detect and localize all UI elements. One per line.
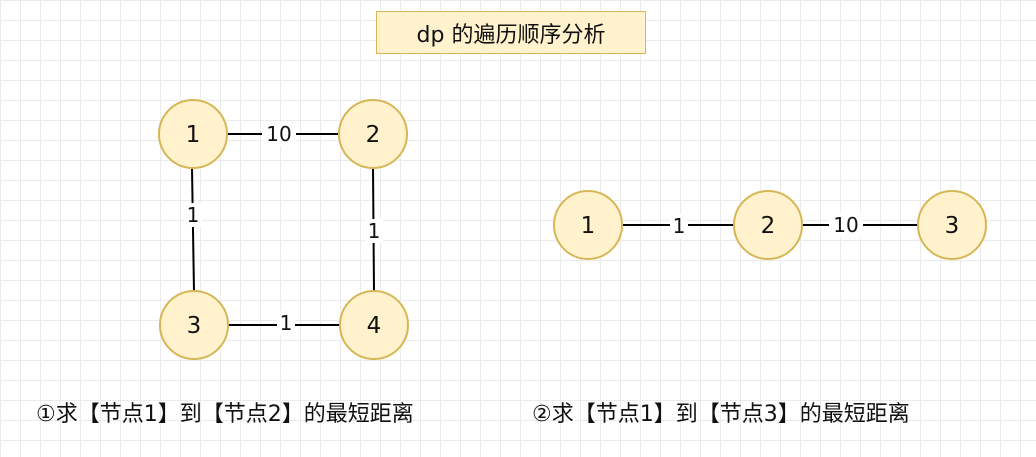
edge-weight-2-4: 1: [368, 219, 381, 243]
edge-weight-2-3: 10: [833, 213, 858, 237]
edge-1-3: [191, 167, 195, 293]
node-label: 4: [367, 313, 382, 339]
node-label: 2: [366, 122, 381, 148]
graph1-caption: ①求【节点1】到【节点2】的最短距离: [36, 402, 414, 427]
graph1-edges: [191, 133, 375, 326]
node-label: 3: [945, 213, 960, 239]
graph2-weights: 1 10: [670, 213, 863, 238]
node-label: 3: [187, 313, 202, 339]
graph2-node-1[interactable]: 1: [553, 190, 623, 260]
graph1-weights: 10 1 1 1: [184, 122, 383, 335]
graph2-node-3[interactable]: 3: [917, 190, 987, 260]
edge-weight-3-4: 1: [280, 311, 293, 335]
node-label: 2: [761, 213, 776, 239]
node-label: 1: [581, 213, 596, 239]
graph1-nodes: 1 2 3 4: [158, 99, 409, 360]
graph1-node-2[interactable]: 2: [338, 99, 408, 169]
node-label: 1: [186, 122, 201, 148]
graph1-node-4[interactable]: 4: [339, 290, 409, 360]
edge-weight-1-2: 1: [673, 214, 686, 238]
edge-weight-1-3: 1: [187, 203, 200, 227]
edge-weight-1-2: 10: [266, 122, 291, 146]
graph2-node-2[interactable]: 2: [733, 190, 803, 260]
graph1-node-1[interactable]: 1: [158, 99, 228, 169]
graph1-node-3[interactable]: 3: [159, 290, 229, 360]
graph2-caption: ②求【节点1】到【节点3】的最短距离: [532, 402, 910, 427]
diagram-title-text: dp 的遍历顺序分析: [416, 22, 606, 48]
graph2-nodes: 1 2 3: [553, 190, 987, 260]
diagram-title: dp 的遍历顺序分析: [376, 11, 646, 54]
